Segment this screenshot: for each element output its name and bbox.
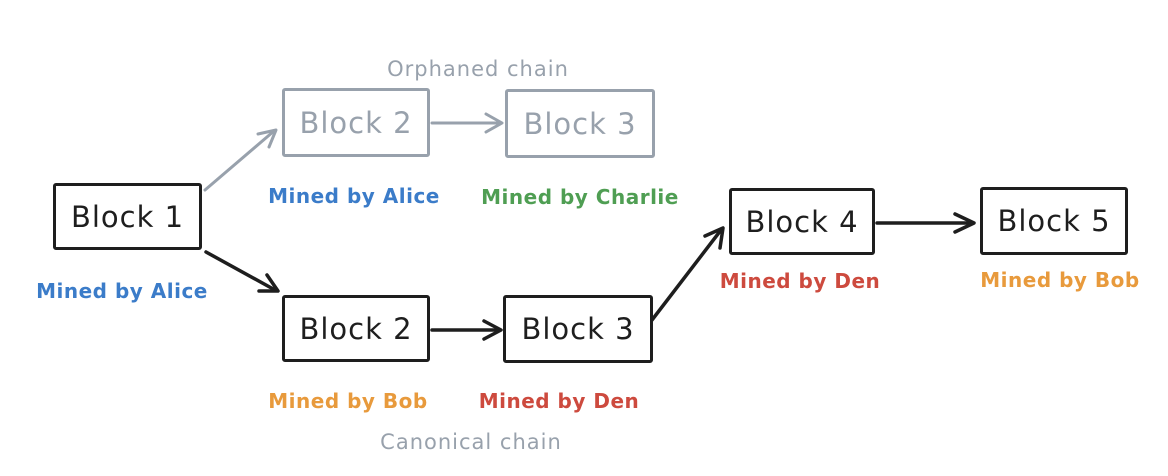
block-1-miner-label: Mined by Alice bbox=[36, 279, 208, 303]
block-5-miner-label: Mined by Bob bbox=[980, 268, 1140, 292]
arrow-block1-to-orphan-block2 bbox=[203, 128, 278, 192]
arrow-block4-to-block5 bbox=[875, 212, 976, 234]
canon-block-2-label: Block 2 bbox=[299, 311, 413, 346]
canon-block-3-box: Block 3 bbox=[503, 295, 653, 363]
orphan-block-3-label: Block 3 bbox=[523, 106, 637, 141]
canonical-chain-label: Canonical chain bbox=[380, 430, 562, 454]
canon-block-2-box: Block 2 bbox=[282, 295, 430, 362]
orphan-block-2-label: Block 2 bbox=[299, 105, 413, 140]
canon-block-3-label: Block 3 bbox=[521, 312, 635, 346]
orphan-block-2-miner-label: Mined by Alice bbox=[268, 184, 440, 208]
block-4-label: Block 4 bbox=[745, 204, 859, 239]
arrow-orphan-block2-to-orphan-block3 bbox=[430, 112, 504, 134]
orphan-block-3-box: Block 3 bbox=[505, 89, 655, 158]
block-5-label: Block 5 bbox=[997, 204, 1111, 238]
block-1-label: Block 1 bbox=[70, 199, 185, 234]
orphan-block-3-miner-label: Mined by Charlie bbox=[481, 185, 679, 209]
block-4-box: Block 4 bbox=[729, 188, 875, 255]
block-5-box: Block 5 bbox=[980, 187, 1128, 255]
block-1-box: Block 1 bbox=[53, 183, 202, 250]
block-4-miner-label: Mined by Den bbox=[719, 269, 881, 293]
arrow-canon-block2-to-canon-block3 bbox=[430, 319, 503, 341]
canon-block-2-miner-label: Mined by Bob bbox=[268, 389, 428, 413]
orphan-block-2-box: Block 2 bbox=[282, 88, 430, 157]
canon-block-3-miner-label: Mined by Den bbox=[478, 389, 640, 413]
orphaned-chain-label: Orphaned chain bbox=[387, 57, 569, 81]
